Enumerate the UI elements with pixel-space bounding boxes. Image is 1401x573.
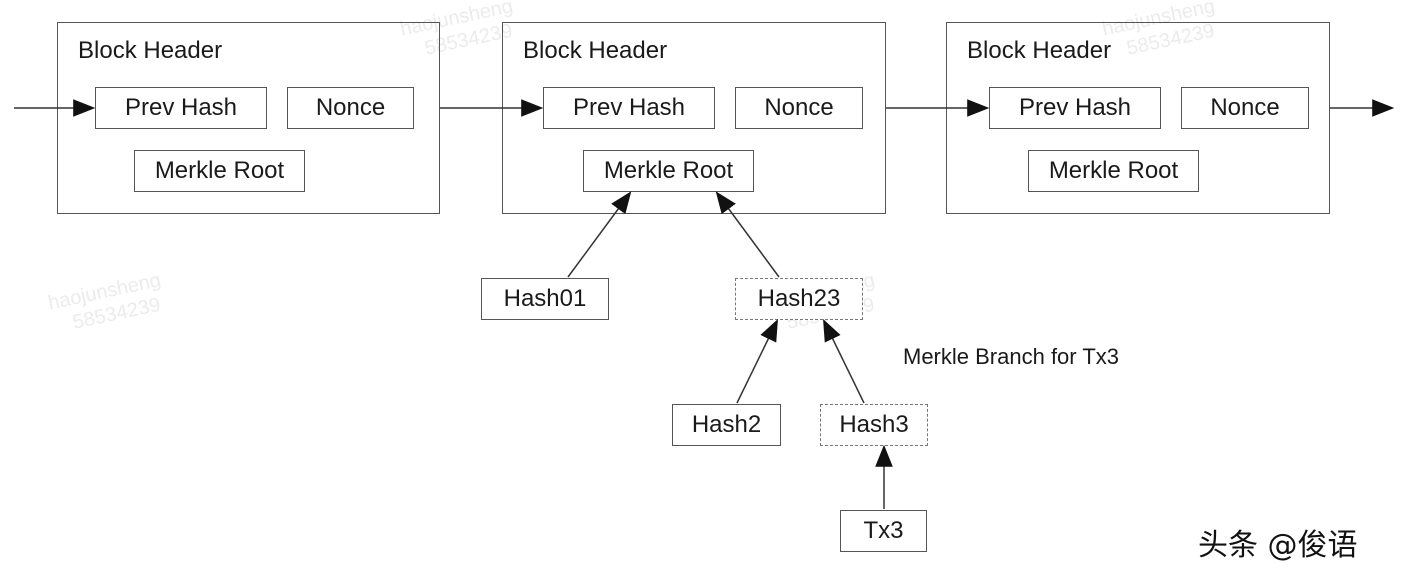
block-header-title: Block Header	[967, 37, 1112, 64]
prev-hash-box-3: Prev Hash	[989, 87, 1161, 129]
hash2-node: Hash2	[672, 404, 781, 446]
prev-hash-box-1: Prev Hash	[95, 87, 267, 129]
arrow-hash01-to-root	[567, 191, 632, 278]
block-header-title: Block Header	[523, 37, 668, 64]
merkle-root-box-2: Merkle Root	[583, 150, 754, 192]
hash3-node: Hash3	[820, 404, 928, 446]
block-header-1: Block Header	[57, 22, 440, 214]
block-header-title: Block Header	[78, 37, 223, 64]
arrow-hash23-to-root	[715, 191, 780, 278]
block-header-2: Block Header	[502, 22, 886, 214]
arrow-hash3-to-hash23	[823, 319, 865, 404]
tx3-node: Tx3	[840, 510, 927, 552]
hash01-node: Hash01	[481, 278, 609, 320]
nonce-box-3: Nonce	[1181, 87, 1309, 129]
nonce-box-1: Nonce	[287, 87, 414, 129]
merkle-root-box-3: Merkle Root	[1028, 150, 1199, 192]
prev-hash-box-2: Prev Hash	[543, 87, 715, 129]
hash23-node: Hash23	[735, 278, 863, 320]
merkle-root-box-1: Merkle Root	[134, 150, 305, 192]
arrow-hash2-to-hash23	[736, 319, 778, 404]
merkle-branch-caption: Merkle Branch for Tx3	[903, 344, 1120, 369]
nonce-box-2: Nonce	[735, 87, 863, 129]
brand-watermark: 头条 @俊语	[1198, 528, 1358, 563]
block-header-3: Block Header	[946, 22, 1330, 214]
